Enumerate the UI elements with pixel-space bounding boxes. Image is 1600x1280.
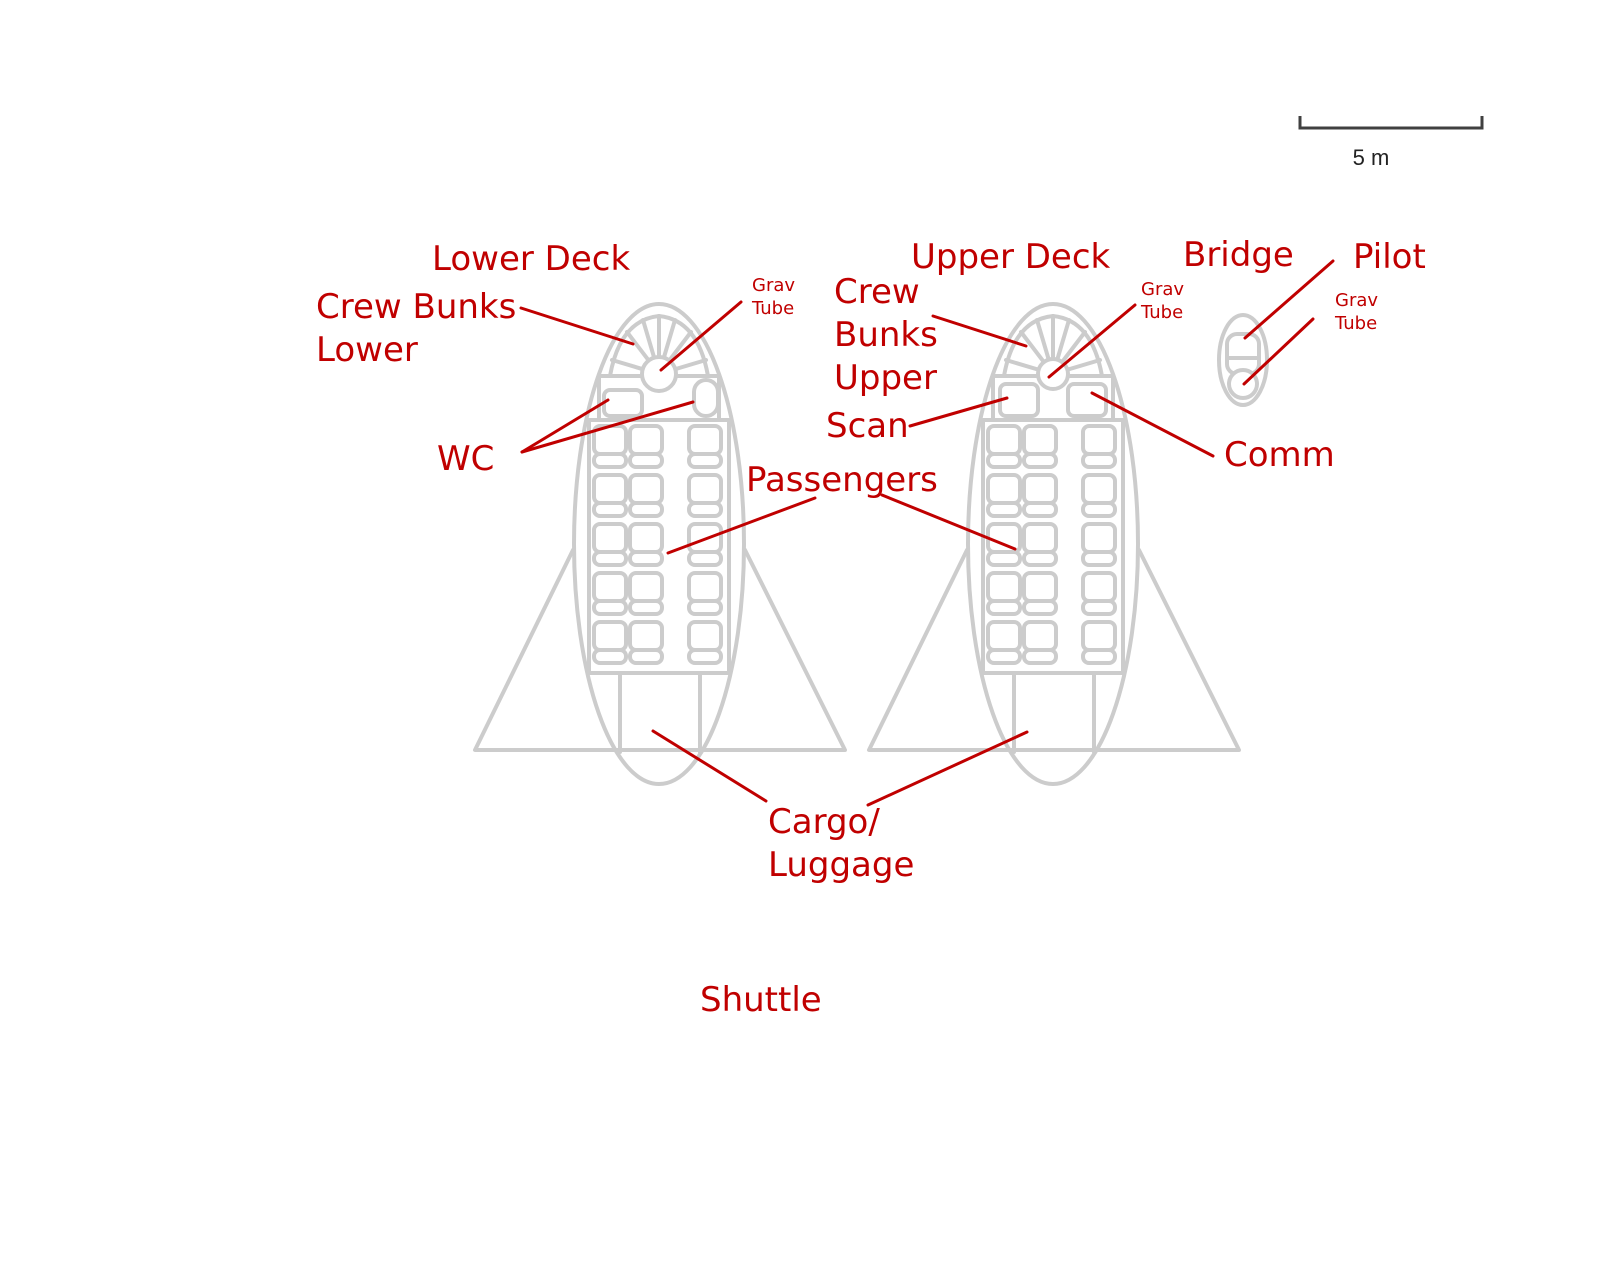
lower-deck-passenger-seat [592,522,628,567]
lower-deck-seats [592,424,723,665]
upper-deck-passenger-cabin [981,418,1125,675]
scan-label: Scan [826,406,909,446]
lower-deck-cargo-hold [618,671,702,754]
lower-deck-passenger-seat [592,620,628,665]
lower-deck-passenger-seat [592,473,628,518]
lower-deck-ship [473,302,847,786]
upper-deck-scan-station [998,382,1040,418]
upper-grav-tube-label-1: Grav [1141,279,1184,300]
lower-crew-bunks-label-2: Lower [316,330,418,370]
bridge-hull [1217,313,1269,407]
lower-deck-title: Lower Deck [432,239,630,279]
upper-deck-passenger-seat [986,620,1022,665]
scale-bar-label: 5 m [1353,145,1390,170]
lower-deck-passenger-seat [628,522,664,567]
upper-deck-passenger-seat [986,571,1022,616]
lower-deck-crew-bunks [608,314,710,378]
lower-deck-passenger-seat [628,473,664,518]
upper-crew-bunks-label-3: Upper [834,358,937,398]
upper-deck-passenger-seat [1022,424,1058,469]
leader-lines [519,259,1335,807]
upper-deck-wings [867,548,1241,752]
lower-deck-passenger-seat [592,424,628,469]
lower-deck-passenger-seat [628,620,664,665]
upper-deck-passenger-seat [1081,424,1117,469]
lower-deck-passenger-seat [687,424,723,469]
comm-label: Comm [1224,435,1335,475]
upper-deck-passenger-seat [1081,473,1117,518]
lower-deck-hull [572,302,746,786]
lower-deck-wc-left [602,388,644,418]
upper-deck-passenger-seat [1081,522,1117,567]
upper-deck-comm-station [1066,382,1108,418]
lower-deck-wings [473,548,847,752]
lower-deck-passenger-seat [687,571,723,616]
bridge-title: Bridge [1183,235,1294,275]
diagram-title: Shuttle [700,980,822,1020]
cargo-label-2: Luggage [768,845,914,885]
upper-deck-seats [986,424,1117,665]
wc-label: WC [437,439,494,479]
lower-deck-wc-right [692,378,720,418]
upper-deck-passenger-seat [1022,620,1058,665]
upper-deck-title: Upper Deck [911,237,1111,277]
pilot-label: Pilot [1353,237,1426,277]
upper-deck-passenger-seat [986,424,1022,469]
lower-crew-bunks-label-1: Crew Bunks [316,287,516,327]
upper-deck-passenger-seat [1022,522,1058,567]
upper-deck-passenger-seat [1022,473,1058,518]
scale-bar: 5 m [1298,116,1484,170]
lower-deck-passenger-seat [628,571,664,616]
lower-deck-passenger-seat [687,473,723,518]
upper-deck-crew-bunks [1002,314,1104,378]
upper-deck-passenger-seat [986,473,1022,518]
upper-deck-cargo-hold [1012,671,1096,754]
lower-deck-passenger-seat [687,620,723,665]
labels: Lower Deck Crew Bunks Lower Grav Tube WC… [316,235,1426,1020]
lower-grav-tube-label-2: Tube [751,298,794,319]
upper-deck-passenger-seat [1081,620,1117,665]
upper-deck-passenger-seat [1022,571,1058,616]
bridge-grav-tube-label-1: Grav [1335,290,1378,311]
lower-deck-passenger-seat [687,522,723,567]
upper-crew-bunks-label-2: Bunks [834,315,938,355]
upper-grav-tube-label-2: Tube [1140,302,1183,323]
lower-grav-tube-label-1: Grav [752,275,795,296]
bridge-module [1217,313,1269,407]
bridge-grav-tube-label-2: Tube [1334,313,1377,334]
lower-deck-passenger-seat [592,571,628,616]
upper-crew-bunks-label-1: Crew [834,272,920,312]
lower-deck-passenger-seat [628,424,664,469]
cargo-label-1: Cargo/ [768,802,880,842]
upper-deck-hull [966,302,1140,786]
lower-deck-passenger-cabin [587,418,731,675]
passengers-label: Passengers [746,460,938,500]
upper-deck-passenger-seat [1081,571,1117,616]
